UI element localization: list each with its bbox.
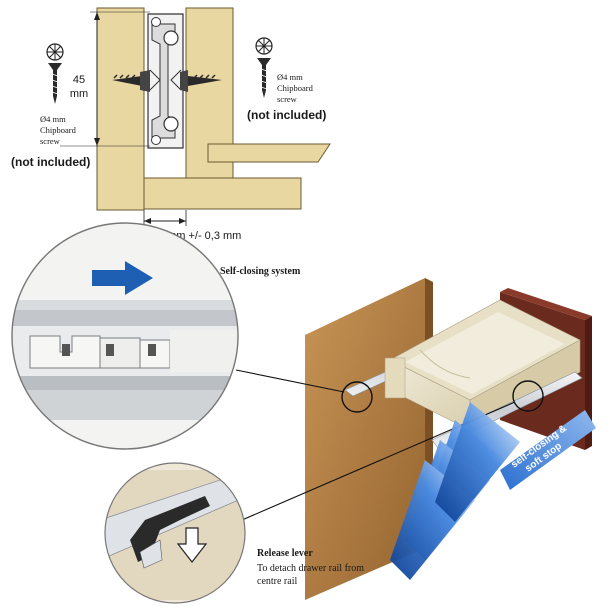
release-lever-detail [104,462,246,604]
detail-marker-left [341,381,373,413]
arrow-down-icon [176,527,208,563]
screw-icon [48,63,62,104]
left-screw-type-1: Chipboard [40,125,77,135]
left-screw-installed [112,70,150,92]
right-screw-note: (not included) [247,108,326,122]
left-screw-type-2: screw [40,136,61,146]
callout-line-top [235,369,345,393]
cabinet-side-panel [96,7,145,211]
release-lever-desc-2: centre rail [257,576,297,587]
height-unit: mm [70,88,88,100]
detail-marker-right [512,380,544,412]
self-closing-title: Self-closing system [220,266,301,277]
height-dimension: 45 mm [60,11,150,147]
drawer-box [384,299,581,431]
left-screw-size: Ø4 mm [40,114,66,124]
right-screw-type-1: Chipboard [277,83,314,93]
right-screw-detail: Ø4 mm Chipboard screw (not included) [247,37,326,122]
right-screw-installed [180,70,222,92]
motion-chevrons [390,402,520,580]
cabinet-base-panel [143,177,302,210]
left-screw-note: (not included) [11,155,90,169]
drawer-bottom-panel [207,143,331,163]
runner-profile [147,13,184,149]
right-screw-size: Ø4 mm [277,72,303,82]
cross-section-drawing: 45 mm 12,8 mm +/- 0,3 mm Ø4 mm Chipboard… [11,7,331,242]
release-lever-title: Release lever [257,548,313,559]
left-screw-detail: Ø4 mm Chipboard screw (not included) [11,43,90,169]
release-lever-desc-1: To detach drawer rail from [257,563,364,574]
screw-icon [257,58,271,98]
height-value: 45 [73,74,85,86]
arrow-right-icon [92,261,153,295]
right-screw-type-2: screw [277,94,298,104]
self-closing-detail [11,222,239,450]
drawer-side-panel [185,7,234,209]
